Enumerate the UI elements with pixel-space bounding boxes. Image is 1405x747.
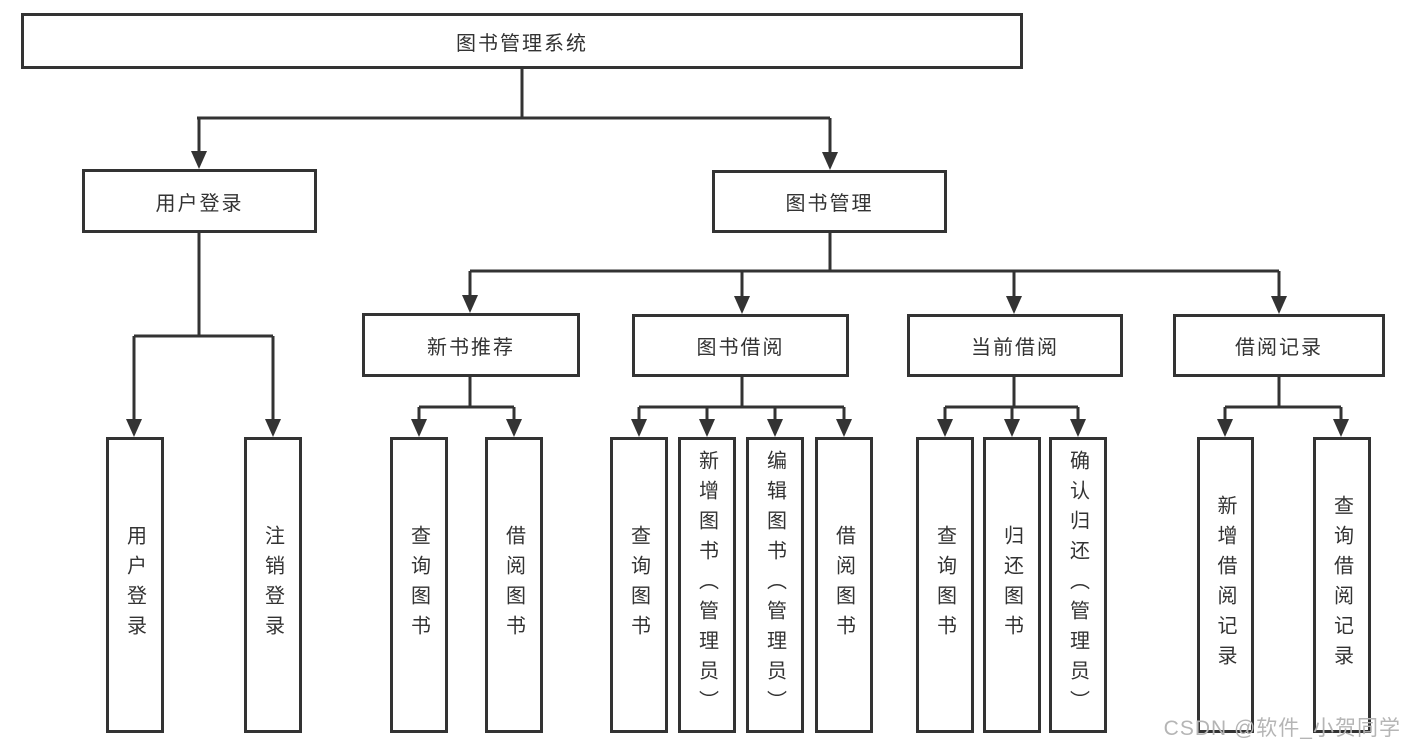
- leaf-nbr-borrow-books-label: 借阅图书: [502, 525, 525, 645]
- leaf-user-login-label: 用户登录: [123, 525, 146, 645]
- leaf-br-query-record-label: 查询借阅记录: [1330, 495, 1353, 675]
- leaf-bb-query-books: 查询图书: [610, 437, 668, 733]
- node-new-book-recommend: 新书推荐: [362, 313, 580, 377]
- leaf-br-query-record: 查询借阅记录: [1313, 437, 1371, 733]
- leaf-cb-confirm-return-admin: 确认归还（管理员）: [1049, 437, 1107, 733]
- node-user-login: 用户登录: [82, 169, 317, 233]
- leaf-bb-edit-books-admin-label: 编辑图书（管理员）: [763, 450, 786, 720]
- leaf-cb-query-books-label: 查询图书: [933, 525, 956, 645]
- leaf-bb-query-books-label: 查询图书: [627, 525, 650, 645]
- node-borrow-records: 借阅记录: [1173, 314, 1385, 377]
- leaf-bb-borrow-books-label: 借阅图书: [832, 525, 855, 645]
- leaf-logout-label: 注销登录: [261, 525, 284, 645]
- node-book-management: 图书管理: [712, 170, 947, 233]
- node-root-library-management-system: 图书管理系统: [21, 13, 1023, 69]
- leaf-bb-borrow-books: 借阅图书: [815, 437, 873, 733]
- leaf-br-add-record-label: 新增借阅记录: [1214, 495, 1236, 675]
- leaf-cb-query-books: 查询图书: [916, 437, 974, 733]
- node-book-borrowing: 图书借阅: [632, 314, 849, 377]
- leaf-cb-return-books: 归还图书: [983, 437, 1041, 733]
- leaf-cb-confirm-return-admin-label: 确认归还（管理员）: [1066, 450, 1089, 720]
- leaf-bb-edit-books-admin: 编辑图书（管理员）: [746, 437, 804, 733]
- leaf-user-login: 用户登录: [106, 437, 164, 733]
- leaf-nbr-query-books-label: 查询图书: [407, 525, 430, 645]
- leaf-nbr-query-books: 查询图书: [390, 437, 448, 733]
- leaf-cb-return-books-label: 归还图书: [1000, 525, 1023, 645]
- leaf-bb-add-books-admin-label: 新增图书（管理员）: [695, 450, 718, 720]
- leaf-bb-add-books-admin: 新增图书（管理员）: [678, 437, 736, 733]
- node-current-borrowing: 当前借阅: [907, 314, 1123, 377]
- leaf-logout: 注销登录: [244, 437, 302, 733]
- csdn-watermark: CSDN @软件_小贺同学: [1163, 717, 1401, 740]
- leaf-nbr-borrow-books: 借阅图书: [485, 437, 543, 733]
- leaf-br-add-record: 新增借阅记录: [1197, 437, 1254, 733]
